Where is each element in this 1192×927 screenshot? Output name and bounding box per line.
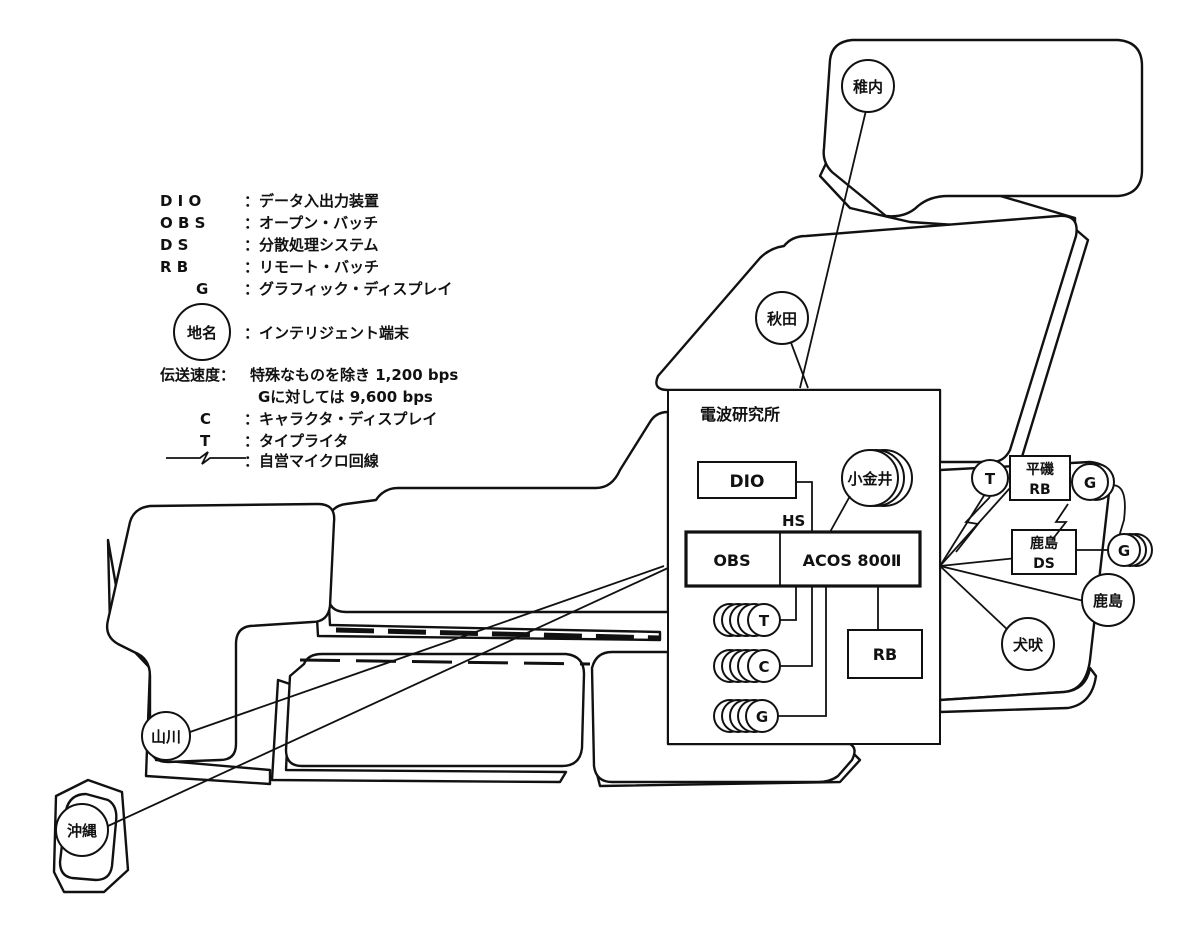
center-title: 電波研究所 (700, 405, 780, 424)
kashima-label: 鹿島 (1093, 592, 1123, 610)
kanto-shadow (938, 666, 1098, 714)
east-cluster: T 平磯 RB G 鹿島 DS G (955, 455, 1153, 575)
legend-micro-symbol (166, 451, 246, 465)
terminal-t-label: T (759, 612, 770, 630)
legend-place-desc: ：インテリジェント端末 (244, 324, 410, 342)
t-link (780, 586, 797, 621)
dio-label: DIO (730, 472, 765, 492)
legend-abbr-4: R B (160, 258, 188, 276)
hiraiso-rb-label: RB (1029, 482, 1050, 498)
line-akita (789, 339, 809, 389)
wakkanai-label: 稚内 (853, 78, 883, 96)
shikoku (284, 652, 586, 768)
koganei-circle (841, 449, 899, 507)
east-g1-label: G (1084, 474, 1096, 492)
legend-c-desc: ：キャラクタ・ディスプレイ (244, 410, 437, 428)
legend-desc-1: ：データ入出力装置 (244, 192, 379, 210)
legend-desc-3: ：分散処理システム (244, 236, 379, 254)
yamakawa-circle (141, 711, 191, 761)
main-system-box (684, 530, 922, 588)
hiraiso-label: 平磯 (1026, 461, 1054, 478)
legend-abbr-3: D S (160, 236, 188, 254)
terminal-t-stack: T (713, 603, 781, 637)
east-g2-label: G (1118, 542, 1130, 560)
legend-abbr-5: G (196, 280, 208, 298)
legend-speed-label: 伝送速度： (160, 366, 235, 384)
legend-desc-2: ：オープン・バッチ (244, 214, 378, 232)
kinki (590, 650, 856, 784)
line-east-t (939, 485, 991, 567)
legend: D I O ：データ入出力装置 O B S ：オープン・バッチ D S ：分散処… (160, 192, 458, 470)
obs-label: OBS (713, 551, 750, 570)
terminal-c-stack: C (713, 649, 781, 683)
terminal-c-label: C (758, 658, 769, 676)
east-t-label: T (985, 470, 996, 488)
rb-box (847, 629, 923, 679)
acos-label: ACOS 800Ⅱ (803, 551, 902, 570)
line-wakkanai (799, 101, 869, 389)
legend-speed-line1: 特殊なものを除き 1,200 bps (250, 366, 458, 384)
terminal-g-stack: G (713, 699, 779, 733)
line-yamakawa (189, 565, 665, 733)
legend-t-desc: ：タイプライタ (244, 432, 348, 450)
legend-speed-line2: Gに対しては 9,600 bps (258, 388, 433, 406)
kashima-ds-label: DS (1033, 556, 1055, 572)
hokkaido (822, 38, 1144, 218)
kashima-box (1011, 529, 1077, 575)
east-t-circle (971, 459, 1009, 497)
inubo-label: 犬吠 (1013, 636, 1044, 654)
kashima-circle (1081, 573, 1135, 627)
hs-label: HS (782, 512, 805, 530)
inubo-circle (1001, 617, 1055, 671)
terminal-g-label: G (756, 708, 768, 726)
okinawa-label: 沖縄 (67, 822, 97, 840)
legend-c-abbr: C (200, 410, 211, 428)
legend-abbr-2: O B S (160, 214, 205, 232)
okinawa-circle (55, 803, 109, 857)
rb-label: RB (873, 645, 898, 664)
yamakawa-label: 山川 (151, 728, 181, 746)
east-g2-circle (1107, 533, 1141, 567)
line-east-kashimast (939, 565, 1089, 603)
legend-t-abbr: T (200, 432, 211, 450)
microwave-zigzag-1 (955, 496, 991, 553)
legend-abbr-1: D I O (160, 192, 201, 210)
wakkanai-circle (841, 59, 895, 113)
communication-lines (107, 101, 1126, 827)
g-link (778, 586, 827, 717)
legend-place-circle (173, 303, 231, 361)
legend-desc-5: ：グラフィック・ディスプレイ (244, 280, 452, 298)
center-facility: 電波研究所 DIO HS 小金井 OBS ACOS 800Ⅱ RB T C (667, 389, 941, 745)
legend-place-symbol: 地名 (187, 324, 217, 342)
c-link (780, 586, 813, 667)
dio-box (697, 461, 797, 499)
akita-label: 秋田 (767, 310, 797, 328)
tohoku (655, 214, 1078, 464)
akita-circle (755, 291, 809, 345)
microwave-zigzag-2 (1051, 503, 1069, 541)
east-g1-circle (1071, 463, 1109, 501)
line-okinawa (107, 567, 669, 827)
dio-link (796, 481, 813, 532)
line-east-inubo (939, 565, 1011, 633)
legend-desc-4: ：リモート・バッチ (244, 258, 379, 276)
legend-micro-desc: ：自営マイクロ回線 (244, 452, 379, 470)
coast-dashes-2 (299, 658, 591, 666)
koganei-label: 小金井 (847, 470, 892, 488)
koganei-link (829, 495, 851, 533)
hiraiso-box (1009, 455, 1071, 501)
stations: 稚内 秋田 山川 沖縄 犬吠 鹿島 (55, 59, 1135, 857)
kyushu (105, 502, 336, 764)
kashima-box-label: 鹿島 (1029, 535, 1058, 552)
coast-dashes (335, 627, 661, 641)
